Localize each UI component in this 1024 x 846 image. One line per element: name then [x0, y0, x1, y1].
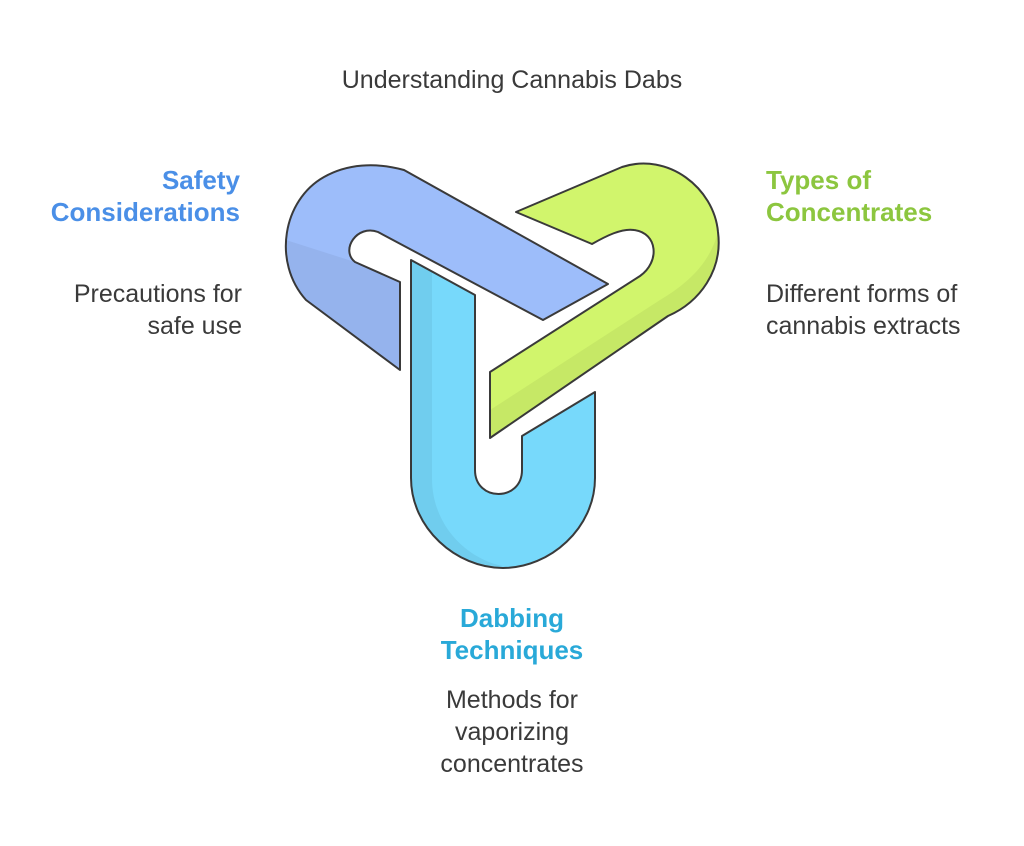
types-loop-shape: [489, 162, 720, 439]
types-heading: Types of Concentrates: [766, 165, 933, 227]
diagram-title: Understanding Cannabis Dabs: [341, 66, 683, 94]
types-loop-shade: [490, 232, 719, 438]
safety-loop-shape: [284, 164, 609, 371]
dabbing-loop-shade: [411, 260, 503, 567]
safety-description: Precautions for safe use: [73, 280, 242, 340]
types-description: Different forms of cannabis extracts: [766, 280, 961, 340]
safety-loop-shade: [285, 240, 400, 370]
safety-heading: Safety Considerations: [50, 165, 240, 227]
dabbing-loop-shape: [410, 259, 596, 569]
dabbing-description: Methods for vaporizing concentrates: [440, 686, 584, 778]
dabbing-heading: Dabbing Techniques: [440, 603, 584, 665]
